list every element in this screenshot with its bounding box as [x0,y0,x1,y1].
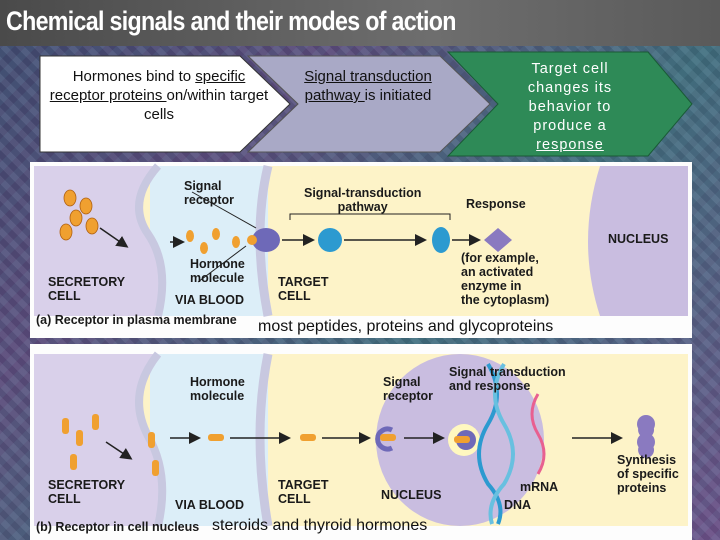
flow-step-2: Signal transduction pathway is initiated [304,68,432,104]
flow-arrows [39,51,693,157]
b-transduction-label: Signal transduction and response [449,365,566,393]
a-example-label: (for example, an activated enzyme in the… [461,251,550,307]
title-bar [0,0,720,46]
a-pathway-label: Signal-transduction pathway [304,186,422,214]
panel-b-diagram [30,344,692,540]
target-nucleus [588,166,688,316]
a-via-blood-label: VIA BLOOD [175,293,244,307]
slide-title: Chemical signals and their modes of acti… [6,6,456,36]
a-target-cell-label: TARGET CELL [278,275,329,303]
b-target-cell-label: TARGET CELL [278,478,329,506]
flow-arrow-3 [446,51,693,157]
secretion-arrow [99,227,129,248]
flow-arrow-1 [39,55,291,153]
b-hormone-types: steroids and thyroid hormones [212,517,428,534]
b-signal-receptor-label: Signal receptor [383,375,434,403]
b-nucleus-label: NUCLEUS [381,488,442,502]
secretory-membrane [135,163,167,317]
a-hormone-types: most peptides, proteins and glycoprotein… [258,318,554,335]
signal-receptor-b [375,426,394,452]
b-mrna-label: mRNA [520,480,559,494]
b-synthesis-label: Synthesis of specific proteins [617,453,679,495]
signal-receptor [252,228,280,252]
mrna-strand [530,393,546,475]
a-signal-receptor-label: Signal receptor [184,179,235,207]
flow-step-3: Target cell changes its behavior to prod… [527,61,613,153]
blood-hormones [186,228,240,254]
hormone-granules [59,189,99,241]
panel-a-diagram [30,162,692,338]
a-caption: (a) Receptor in plasma membrane [36,313,237,327]
b-secretory-label: SECRETORY CELL [48,478,126,506]
hormone-granules-b [62,414,159,476]
a-response-label: Response [466,197,526,211]
relay-molecule-1 [318,228,342,252]
relay-molecule-2 [432,227,450,253]
b-hormone-label: Hormone molecule [190,375,245,403]
response-enzyme [484,228,512,252]
b-via-blood-label: VIA BLOOD [175,498,244,512]
flow-arrow-2 [246,55,491,153]
a-nucleus-label: NUCLEUS [608,232,669,246]
a-secretory-label: SECRETORY CELL [48,275,126,303]
b-caption: (b) Receptor in cell nucleus [36,520,200,534]
a-hormone-label: Hormone molecule [190,257,245,285]
pathway-bracket [289,213,451,220]
flow-step-1: Hormones bind to specific receptor prote… [49,68,269,123]
b-dna-label: DNA [504,498,532,512]
